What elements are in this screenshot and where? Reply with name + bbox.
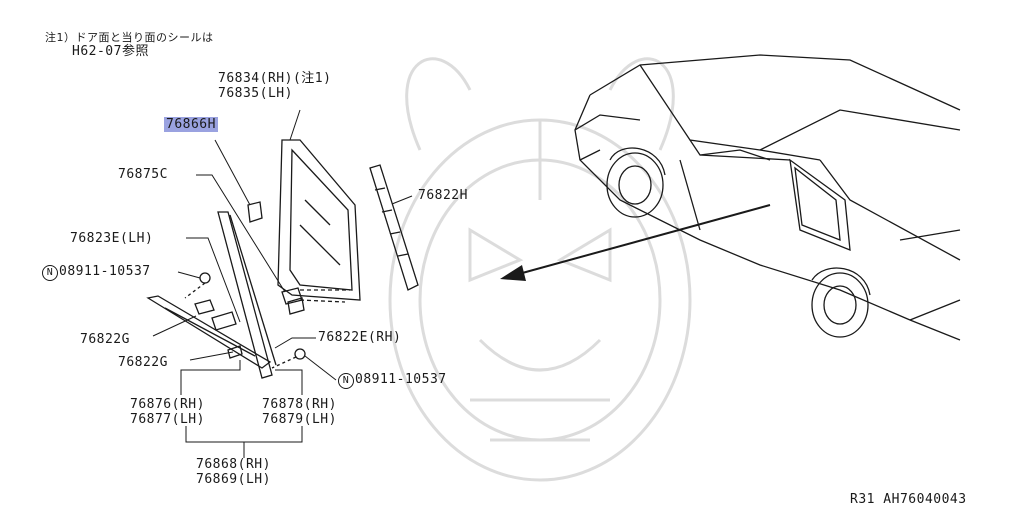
watermark-emblem (388, 57, 692, 482)
nut-symbol-icon: N (338, 373, 354, 389)
quarter-glass (277, 139, 361, 301)
label-seal-g1: 76822G (80, 332, 130, 347)
highlight-box: 76866H (164, 117, 218, 132)
label-seal-e-rh: 76822E(RH) (318, 330, 402, 345)
label-assy-lh: 76869(LH) (196, 472, 271, 487)
note-line-1: 注1）ドア面と当り面のシールは (45, 31, 214, 44)
seal-strip-h (369, 164, 419, 291)
label-retainer-lh: 76879(LH) (262, 412, 337, 427)
label-assy-rh: 76868(RH) (196, 457, 271, 472)
label-filler-c: 76875C (118, 167, 168, 182)
clip (247, 201, 263, 223)
label-weather-lh: 76877(LH) (130, 412, 205, 427)
note-line-2: H62-07参照 (72, 44, 149, 59)
nut-b-part-number: 08911-10537 (355, 372, 447, 387)
lower-channel (146, 295, 272, 369)
label-retainer-rh: 76878(RH) (262, 397, 337, 412)
leader-lines (152, 109, 413, 458)
direction-arrow (500, 204, 771, 281)
diagram-reference: R31 AH76040043 (850, 492, 967, 507)
label-glass-lh: 76835(LH) (218, 86, 293, 101)
sash (217, 211, 273, 379)
label-weather-rh: 76876(RH) (130, 397, 205, 412)
label-clip-h: 76866H (164, 117, 218, 132)
nut-symbol-icon: N (42, 265, 58, 281)
nut-a-part-number: 08911-10537 (59, 264, 151, 279)
car-drawing (574, 54, 961, 341)
label-seal-g2: 76822G (118, 355, 168, 370)
label-sash-lh: 76823E(LH) (70, 231, 154, 246)
label-glass-rh: 76834(RH)(注1) (218, 71, 332, 86)
label-seal-h: 76822H (418, 188, 468, 203)
